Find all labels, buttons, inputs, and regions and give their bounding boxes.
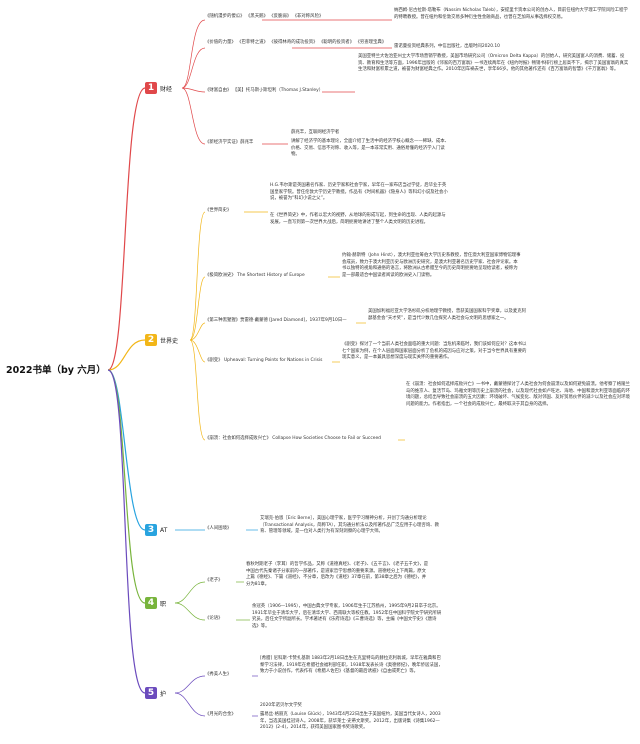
branch-line-1: [107, 87, 146, 371]
section-number: 3: [145, 524, 157, 536]
branch-1-lines: [181, 19, 392, 145]
root-branches: [107, 87, 146, 694]
book-node[interactable]: 《老子》: [205, 578, 223, 583]
book-note: 纳西姆·尼古拉斯·塔勒布（Nassim Nicholas Taleb），安提里卡…: [394, 8, 628, 20]
book-node[interactable]: 《价值的力量》 《巴菲特之道》 《彼得林奇的成功投资》 《聪明的投资者》 《穷查…: [205, 40, 387, 45]
book-note: H.G.韦尔斯是英国著名作家、历史学家和社会学家，早年在一家布店当过学徒，后毕业…: [270, 183, 448, 202]
section-name: 护: [160, 690, 167, 698]
book-note: 在《世界简史》中，作者以宏大的视野，从地球的形成写起，到生命的出现、人类的起源与…: [270, 213, 446, 225]
section-world-history[interactable]: 2 世界史: [145, 334, 178, 346]
book-node[interactable]: 《极简欧洲史》 The Shortest History of Europe: [205, 273, 305, 278]
book-note: 美国加利福尼亚大学洛杉矶分校地理学教授，曾获美国国家科学奖章，以及麦克阿瑟基金会…: [368, 309, 527, 321]
branch-line-5: [107, 369, 146, 694]
section-at[interactable]: 3 AT: [145, 524, 167, 536]
book-note: 《剧变》探讨了一个当前人类社会面临的重大问题：当危机来临时，我们该如何应对？这本…: [342, 342, 527, 361]
section-number: 1: [145, 82, 157, 94]
root-title: 2022书单（by 六月）: [6, 365, 106, 376]
branch-5-lines: [174, 675, 258, 717]
book-note: 艾瑞克·伯恩［Eric Berne］，美国心理学家，医学学习精神分析，开创了沟通…: [260, 516, 439, 535]
book-note: 露易丝·格丽克（Louise Glück），1943年4月22日出生于美国纽约，…: [260, 712, 441, 731]
book-node[interactable]: 《世界简史》: [205, 208, 232, 213]
book-node[interactable]: 《新经济学实证》薛兆丰: [205, 140, 254, 145]
award-note: 2020年诺贝尔文学奖: [260, 703, 302, 708]
book-node[interactable]: 《崩溃：社会如何选择成败兴亡》 Collapse How Societies C…: [205, 436, 381, 441]
book-note: 约翰·赫斯特（John Hirst），澳大利亚拉筹伯大学历史系教授，曾任澳大利亚…: [342, 253, 521, 278]
book-node[interactable]: 《月光的合金》: [205, 712, 236, 717]
branch-4-lines: [174, 581, 250, 621]
book-note: 余冠英（1906—1995），中国古典文学专家，1906年生于江苏扬州，1995…: [252, 604, 442, 629]
book-node[interactable]: 《财富自由》 【美】托马斯·J·斯坦利（Thomas J.Stanley）: [205, 88, 324, 93]
book-node[interactable]: 《人间困境》: [205, 526, 232, 531]
branch-2-lines: [189, 211, 405, 441]
book-note: 美国亚特兰大佐治亚州立大学市场营销学教授，美国市场研究公司（Omicron De…: [358, 54, 629, 73]
section-name: 财经: [160, 85, 173, 93]
section-name: AT: [160, 526, 168, 534]
book-note: 雷诺曼投资经典系列，中信出版社，出版时间2020.10: [394, 44, 500, 49]
section-number: 4: [145, 597, 157, 609]
section-name: 职: [160, 600, 167, 608]
book-node[interactable]: 《随机漫步的傻瓜》 《黑天鹅》 《反脆弱》 《非对称风险》: [205, 14, 324, 19]
section-name: 世界史: [160, 337, 179, 345]
author-note: 薛兆丰，互联网经济学者: [291, 130, 340, 135]
section-number: 2: [145, 334, 157, 346]
book-note: [希腊] 尼科斯·卡赞扎基斯 1883年2月18日出生在克里特岛的赫拉克利翁城，…: [260, 656, 443, 675]
book-node[interactable]: 《剧变》 Upheaval: Turning Points for Nation…: [205, 358, 323, 363]
book-note: 在《崩溃：社会如何选择成败兴亡》一书中，戴蒙德探讨了人类社会为何会崩溃以及如何避…: [406, 382, 630, 407]
section-classics[interactable]: 4 职: [145, 597, 166, 609]
book-node[interactable]: 《第三种黑猩猩》贾雷德·戴蒙德 [Jared Diamond]，1937年9月1…: [205, 318, 347, 323]
section-literature[interactable]: 5 护: [145, 687, 166, 699]
section-number: 5: [145, 687, 157, 699]
book-node[interactable]: 《论语》: [205, 616, 223, 621]
book-note: 讲解了经济学的基本理论，全面介绍了生活中的经济学核心概念——稀缺、成本、价格、交…: [291, 139, 450, 158]
branch-line-2: [107, 339, 146, 371]
book-note: 春秋时期老子（李耳）的哲学作品，又称《道德真经》、《老子》、《五千言》、《老子五…: [246, 562, 429, 587]
section-finance[interactable]: 1 财经: [145, 82, 172, 94]
book-node[interactable]: 《秀美人生》: [205, 672, 232, 677]
